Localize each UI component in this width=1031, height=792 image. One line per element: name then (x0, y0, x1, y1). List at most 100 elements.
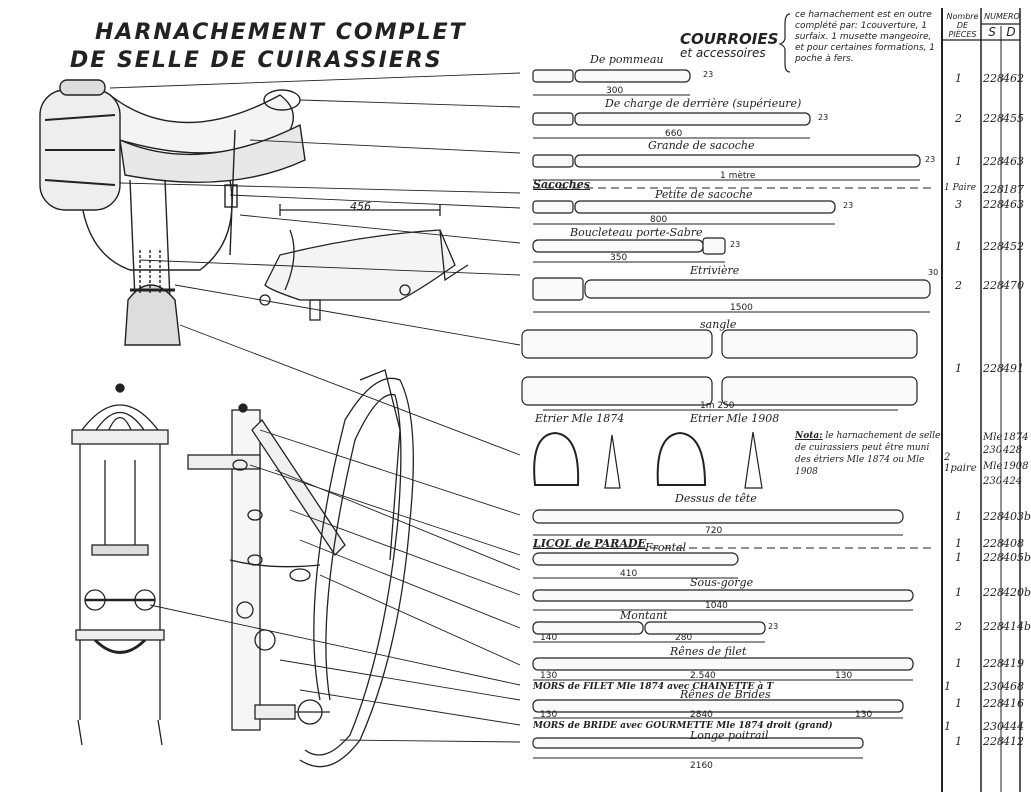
courroies-heading: COURROIES (680, 30, 779, 48)
cell-n-4: 3 (955, 198, 962, 211)
label-mors-filet: MORS de FILET Mle 1874 avec CHAINETTE à … (533, 682, 774, 692)
label-charge: De charge de derrière (supérieure) (605, 97, 802, 110)
cell-n-6: 2 (955, 279, 962, 292)
dim2-pommeau: 23 (703, 70, 714, 79)
cell-n-18: 1 (955, 735, 962, 748)
cell-d-etrier-2: 1908 (1003, 461, 1029, 472)
cell-s-7: 228 (983, 362, 1004, 375)
cell-d-18: 412 (1003, 735, 1024, 748)
cell-s-etrier-0: Mle (983, 432, 1003, 443)
dim-montant-left: 140 (540, 633, 558, 643)
cell-s-15: 230 (983, 680, 1004, 693)
col-d: D (1006, 25, 1016, 39)
cell-n-12: 1 (955, 586, 962, 599)
cell-d-8: 403b (1003, 510, 1031, 523)
cell-n-8: 1 (955, 510, 962, 523)
dim-renes-bride-left: 130 (540, 710, 558, 720)
dim2-etriviere: 30 (928, 268, 939, 277)
cell-n-14: 1 (955, 657, 962, 670)
label-etrier-1908: Etrier Mle 1908 (690, 412, 780, 425)
dim-saddle-456: 456 (350, 200, 371, 213)
dim-renes-filet: 2.540 (690, 671, 716, 681)
cell-d-etrier-0: 1874 (1003, 432, 1029, 443)
leader-lines (109, 72, 521, 743)
label-frontal: Frontal (645, 541, 687, 554)
cell-d-14: 419 (1003, 657, 1024, 670)
nota-block: Nota: le harnachement de selle de cuiras… (795, 430, 945, 478)
dim-charge: 660 (665, 129, 683, 139)
cell-d-16: 416 (1003, 697, 1024, 710)
cell-n-13: 2 (955, 620, 962, 633)
label-dessus-tete: Dessus de tête (675, 492, 757, 505)
cell-s-4: 228 (983, 198, 1004, 211)
cell-d-12: 420b (1003, 586, 1031, 599)
dim-boucleteau: 350 (610, 253, 628, 263)
label-sangle: sangle (700, 318, 737, 331)
cell-n-etrier: 2 1paire (944, 452, 977, 474)
saddle-tree-drawing (259, 204, 469, 321)
dim-longe-poitrail: 2160 (690, 761, 713, 771)
saddle-drawing (39, 79, 306, 346)
dimension-lines (533, 94, 935, 759)
label-mors-bride: MORS de BRIDE avec GOURMETTE Mle 1874 dr… (533, 721, 833, 731)
cell-s-etrier-2: Mle (983, 461, 1003, 472)
dim2-renes-bride: 130 (855, 710, 873, 720)
cell-s-17: 230 (983, 720, 1004, 733)
bridle-front-drawing (71, 383, 169, 746)
cell-n-1: 2 (955, 112, 962, 125)
title-line-2: DE SELLE DE CUIRASSIERS (70, 48, 443, 73)
dim2-montant: 23 (768, 622, 779, 631)
dim-frontal: 410 (620, 569, 638, 579)
title-line-1: HARNACHEMENT COMPLET (95, 20, 467, 45)
label-sacoches: Sacoches (533, 178, 590, 191)
accessoires-heading: et accessoires (680, 46, 766, 60)
label-petite-sacoche: Petite de sacoche (655, 188, 753, 201)
cell-s-10: 228 (983, 537, 1004, 550)
dim-renes-bride: 2840 (690, 710, 713, 720)
dim2-renes-filet: 130 (835, 671, 853, 681)
cell-n-11: 1 (955, 551, 962, 564)
cell-s-13: 228 (983, 620, 1004, 633)
cell-n-17: 1 (944, 720, 951, 733)
cell-s-14: 228 (983, 657, 1004, 670)
cell-d-17: 444 (1003, 720, 1024, 733)
col-nombre: Nombre DE PIÈCES (946, 12, 979, 39)
label-boucleteau: Boucleteau porte-Sabre (570, 226, 703, 239)
cell-d-3: 187 (1003, 183, 1024, 196)
cell-n-3: 1 Paire (944, 183, 977, 193)
label-renes-filet: Rênes de filet (670, 645, 747, 658)
cell-d-7: 491 (1003, 362, 1024, 375)
cell-s-18: 228 (983, 735, 1004, 748)
dim2-charge: 23 (818, 113, 829, 122)
cell-n-16: 1 (955, 697, 962, 710)
dim-pommeau: 300 (606, 86, 624, 96)
dim-montant: 280 (675, 633, 693, 643)
label-sous-gorge: Sous-gorge (690, 576, 754, 589)
cell-d-4: 463 (1003, 198, 1024, 211)
dim-renes-filet-left: 130 (540, 671, 558, 681)
label-renes-bride: Rênes de Brides (680, 688, 771, 701)
dim2-petite: 23 (843, 201, 854, 210)
etriers (533, 431, 763, 489)
cell-d-etrier-3: 424 (1003, 476, 1023, 487)
cell-d-1: 455 (1003, 112, 1024, 125)
cell-d-etrier-1: 428 (1003, 445, 1023, 456)
cell-n-10: 1 (955, 537, 962, 550)
cell-s-11: 228 (983, 551, 1004, 564)
cell-n-15: 1 (944, 680, 951, 693)
cell-s-8: 228 (983, 510, 1004, 523)
cell-n-2: 1 (955, 155, 962, 168)
col-s: S (988, 25, 996, 39)
cell-d-11: 405b (1003, 551, 1031, 564)
dim-sangle: 1m 250 (700, 401, 735, 411)
cell-n-5: 1 (955, 240, 962, 253)
label-montant: Montant (620, 609, 668, 622)
label-etrier-1874: Etrier Mle 1874 (535, 412, 625, 425)
label-etriviere: Etrivière (690, 264, 740, 277)
cell-s-12: 228 (983, 586, 1004, 599)
cell-d-0: 462 (1003, 72, 1024, 85)
cell-d-15: 468 (1003, 680, 1024, 693)
dim-sous-gorge: 1040 (705, 601, 728, 611)
cell-d-6: 470 (1003, 279, 1024, 292)
